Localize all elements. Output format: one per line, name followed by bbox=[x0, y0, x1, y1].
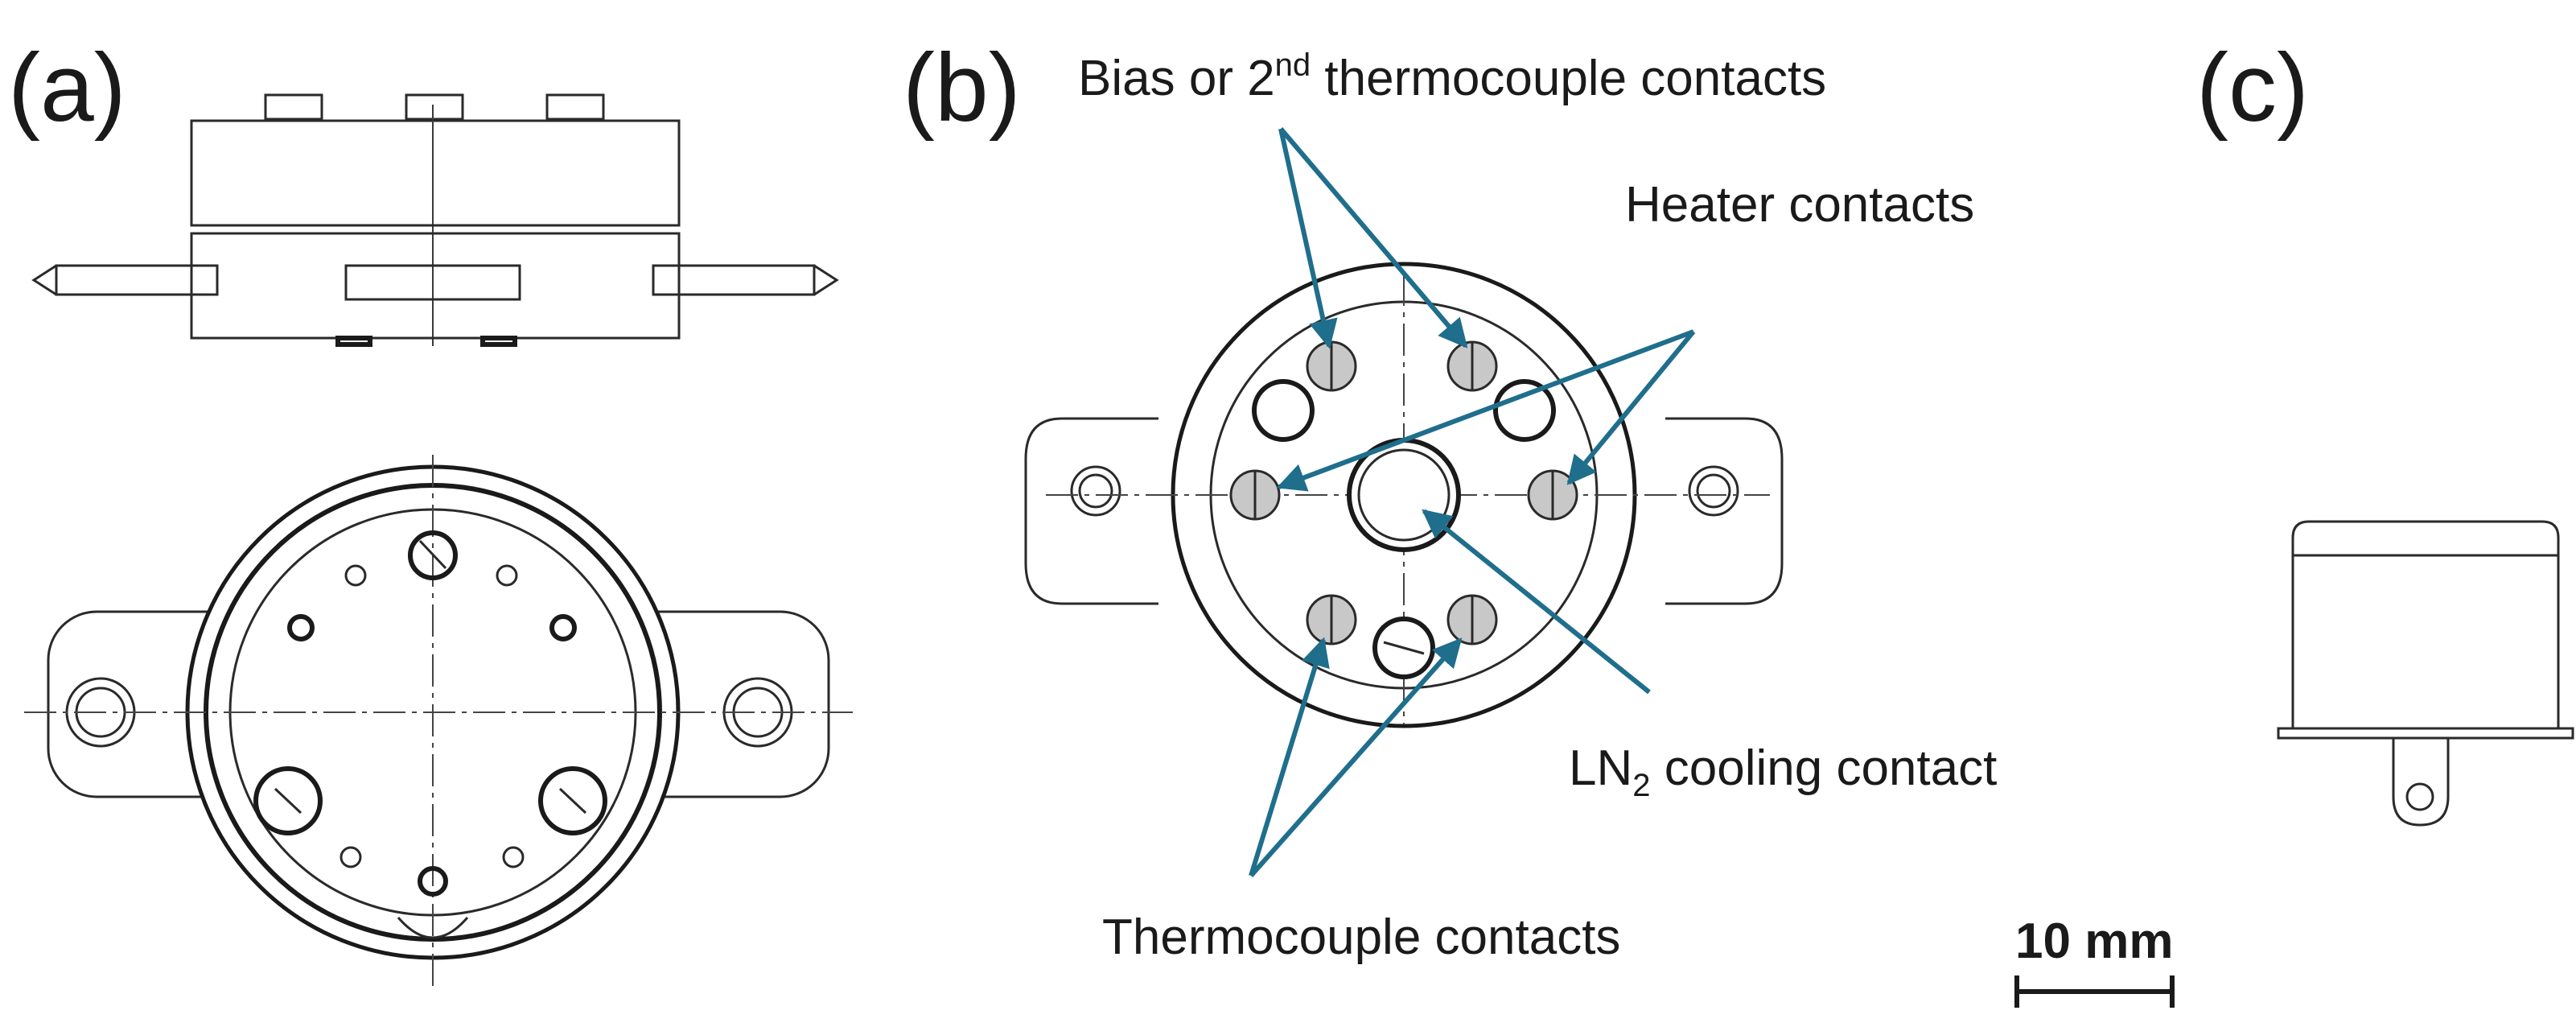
scale-bar-label: 10 mm bbox=[2015, 914, 2173, 969]
label-ln2-suffix: cooling contact bbox=[1651, 740, 1998, 796]
thermocouple-contact-right bbox=[1446, 594, 1498, 645]
panel-b-top-view bbox=[1024, 262, 1784, 728]
panel-c-cap bbox=[2277, 520, 2574, 827]
screw-a-right bbox=[538, 766, 607, 835]
panel-label-a: (a) bbox=[8, 34, 126, 142]
annotation-arrows bbox=[1249, 127, 1696, 877]
label-bias-suffix: thermocouple contacts bbox=[1311, 51, 1826, 106]
heater-contact-right bbox=[1527, 469, 1578, 521]
label-bias-contacts: Bias or 2nd thermocouple contacts bbox=[1078, 47, 1826, 106]
label-bias-prefix: Bias or 2 bbox=[1078, 51, 1275, 106]
screw-a-left bbox=[253, 766, 323, 835]
label-bias-sup: nd bbox=[1275, 47, 1311, 83]
thermocouple-contact-left bbox=[1306, 594, 1357, 645]
panel-label-c: (c) bbox=[2196, 34, 2309, 142]
heater-contact-left bbox=[1229, 469, 1281, 521]
label-heater-contacts: Heater contacts bbox=[1625, 177, 1974, 233]
label-ln2-contact: LN2 cooling contact bbox=[1569, 740, 1997, 803]
screw-a-top bbox=[408, 530, 458, 580]
panel-a-top-view bbox=[24, 455, 853, 990]
bias-contact-right bbox=[1446, 340, 1498, 392]
panel-label-b: (b) bbox=[903, 34, 1021, 142]
label-ln2-sub: 2 bbox=[1632, 768, 1650, 803]
label-ln2-prefix: LN bbox=[1569, 740, 1632, 796]
bias-contact-left bbox=[1306, 340, 1357, 392]
panel-a-side-view bbox=[31, 93, 839, 347]
scale-bar: 10 mm bbox=[2014, 914, 2175, 1008]
label-thermocouple-contacts: Thermocouple contacts bbox=[1102, 909, 1620, 965]
